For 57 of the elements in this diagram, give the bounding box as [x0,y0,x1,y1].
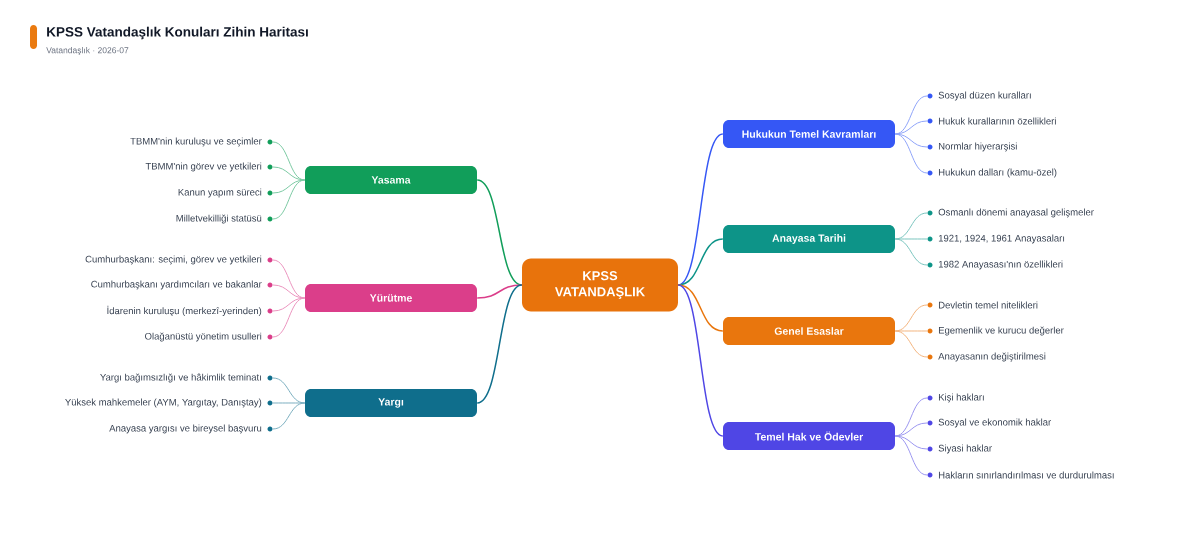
subtopic-label: Devletin temel nitelikleri [939,301,1038,309]
topic-box: Yargı [305,389,477,417]
subtopic-label: 1921, 1924, 1961 Anayasaları [938,234,1065,244]
title: KPSS Vatandaşlık Konuları Zihin Haritası [47,26,308,40]
topic-box: Hukukun Temel Kavramları [723,120,895,148]
branch-line [476,284,523,299]
connector-line [894,133,928,174]
connector-line [272,166,306,181]
connector-line [894,422,928,437]
subtopic-label: Sosyal ve ekonomik haklar [938,418,1051,428]
connector-line [894,238,928,240]
subtopic-label: Kişi hakları [939,393,984,403]
subtopic-label: Anayasa yargısı ve bireysel başvuru [109,424,262,434]
connector-line [272,297,306,312]
topic-box: Anayasa Tarihi [723,225,895,253]
subtopic-label: Yargı bağımsızlığı ve hâkimlik teminatı [100,373,261,383]
subtopic-label: 1982 Anayasası'nın özellikleri [938,260,1063,270]
connector-line [272,179,306,220]
subtopic-label: Milletvekilliği statüsü [176,214,262,224]
connector-line [272,402,306,404]
central-topic-box: KPSS VATANDAŞLIK [522,258,678,312]
topic-box: Yasama [305,166,477,194]
subtopic-label: Hukukun dalları (kamu-özel) [939,168,1057,178]
branch-line [677,284,724,437]
connector-line [272,402,306,430]
connector-line [894,133,928,148]
subtopic-label: Egemenlik ve kurucu değerler [939,326,1064,336]
branch-line [677,284,724,332]
connector-line [894,120,928,135]
subtopic-label: Kanun yapım süreci [178,188,262,198]
connector-line [894,330,928,358]
topic-box: Temel Hak ve Ödevler [723,422,895,450]
subtopic-label: Yüksek mahkemeler (AYM, Yargıtay, Danıştay) [65,398,262,408]
subtopic-label: Sosyal düzen kuralları [938,91,1031,101]
topic-box: Genel Esaslar [723,317,895,345]
connector-line [272,179,306,194]
subtopic-label: Hakların sınırlandırılması ve durdurulması [939,471,1114,479]
topic-box: Yürütme [305,284,477,312]
connector-line [894,435,928,476]
subtopic-label: TBMM'nin kuruluşu ve seçimler [130,137,262,147]
subtopic-label: Cumhurbaşkanı: seçimi, görev ve yetkileri [85,255,262,265]
subtopic-label: Hukuk kurallarının özellikleri [939,117,1056,125]
subtitle: Vatandaşlık · 2026-07 [46,47,129,55]
branch-line [476,284,523,404]
connector-line [894,330,928,332]
subtopic-label: Siyasi haklar [938,444,992,454]
connector-line [894,435,928,450]
subtopic-label: Osmanlı dönemi anayasal gelişmeler [938,208,1094,218]
subtopic-label: Olağanüstü yönetim usulleri [145,332,262,342]
connector-line [272,297,306,338]
subtopic-label: TBMM'nin görev ve yetkileri [145,162,262,172]
connector-line [894,238,928,266]
subtopic-label: İdarenin kuruluşu (merkezî-yerinden) [107,305,262,317]
subtopic-label: Anayasanın değiştirilmesi [938,352,1046,362]
subtopic-label: Cumhurbaşkanı yardımcıları ve bakanlar [91,280,262,290]
subtopic-label: Normlar hiyerarşisi [939,142,1017,152]
connector-line [272,284,306,299]
